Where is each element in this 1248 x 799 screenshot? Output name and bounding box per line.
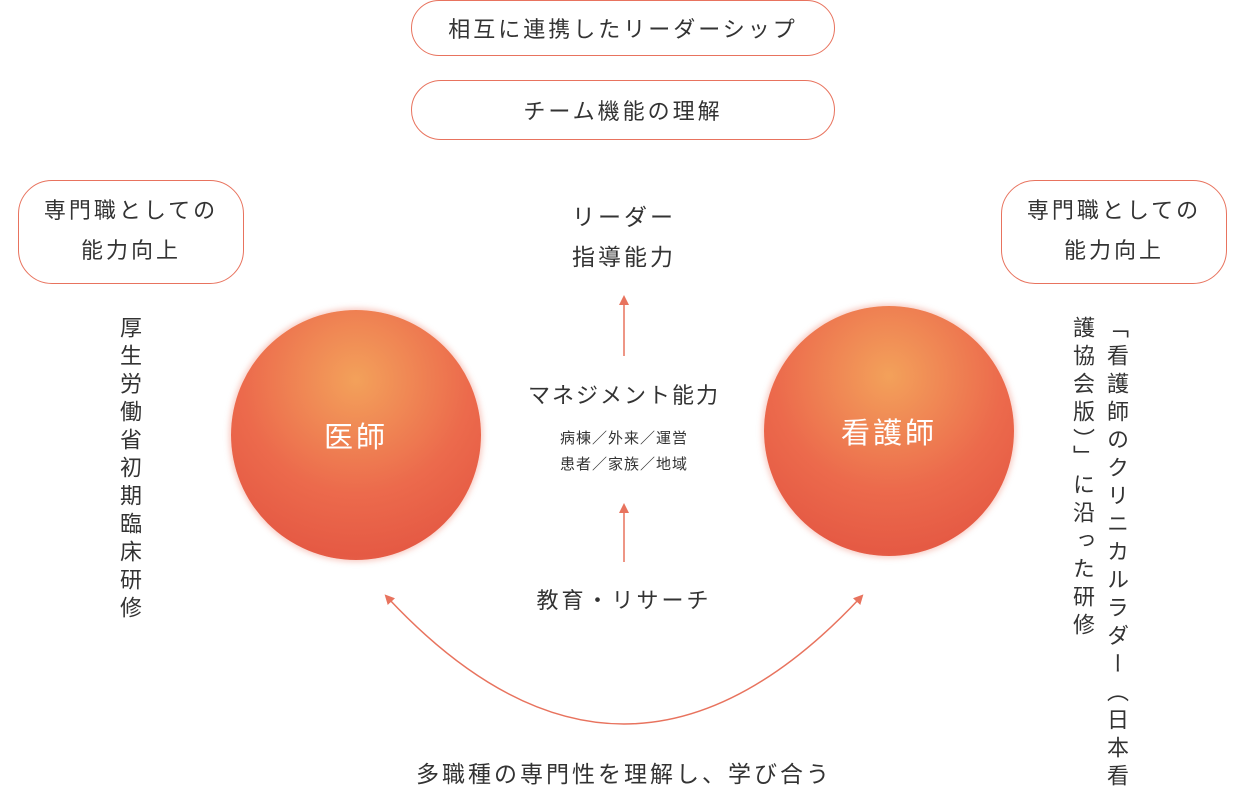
doctor-label: 医師 bbox=[323, 420, 388, 454]
management-ability: マネジメント能力 bbox=[527, 384, 720, 409]
management-detail: 病棟／外来／運営 患者／家族／地域 bbox=[484, 425, 764, 477]
leader-ability: リーダー 指導能力 bbox=[524, 198, 724, 278]
leader-line2: 指導能力 bbox=[572, 245, 676, 271]
left-box-line1: 専門職としての bbox=[43, 199, 219, 224]
left-box-line2: 能力向上 bbox=[80, 239, 181, 264]
bottom-caption: 多職種の専門性を理解し、学び合う bbox=[416, 762, 832, 788]
management-detail-line1: 病棟／外来／運営 bbox=[559, 429, 688, 447]
mutual-learning-arc bbox=[384, 594, 864, 725]
nurse-training-vertical: 「看護師のクリニカルラダー（日本看護協会版）」に沿った研修 bbox=[1069, 316, 1128, 792]
nurse-label: 看護師 bbox=[840, 416, 937, 450]
right-box-line1: 専門職としての bbox=[1026, 199, 1202, 224]
right-professional-box: 専門職としての 能力向上 bbox=[1001, 180, 1227, 284]
team-function-label: チーム機能の理解 bbox=[523, 100, 723, 125]
leader-line1: リーダー bbox=[572, 205, 676, 231]
nurse-orb: 看護師 bbox=[764, 306, 1014, 556]
management-detail-line2: 患者／家族／地域 bbox=[559, 455, 688, 473]
leadership-pill: 相互に連携したリーダーシップ bbox=[411, 0, 835, 56]
left-professional-box: 専門職としての 能力向上 bbox=[18, 180, 244, 284]
right-box-line2: 能力向上 bbox=[1063, 239, 1164, 264]
team-function-pill: チーム機能の理解 bbox=[411, 80, 835, 140]
doctor-training-vertical: 厚生労働省初期臨床研修 bbox=[116, 316, 141, 624]
doctor-orb: 医師 bbox=[231, 310, 481, 560]
leadership-label: 相互に連携したリーダーシップ bbox=[448, 18, 798, 43]
